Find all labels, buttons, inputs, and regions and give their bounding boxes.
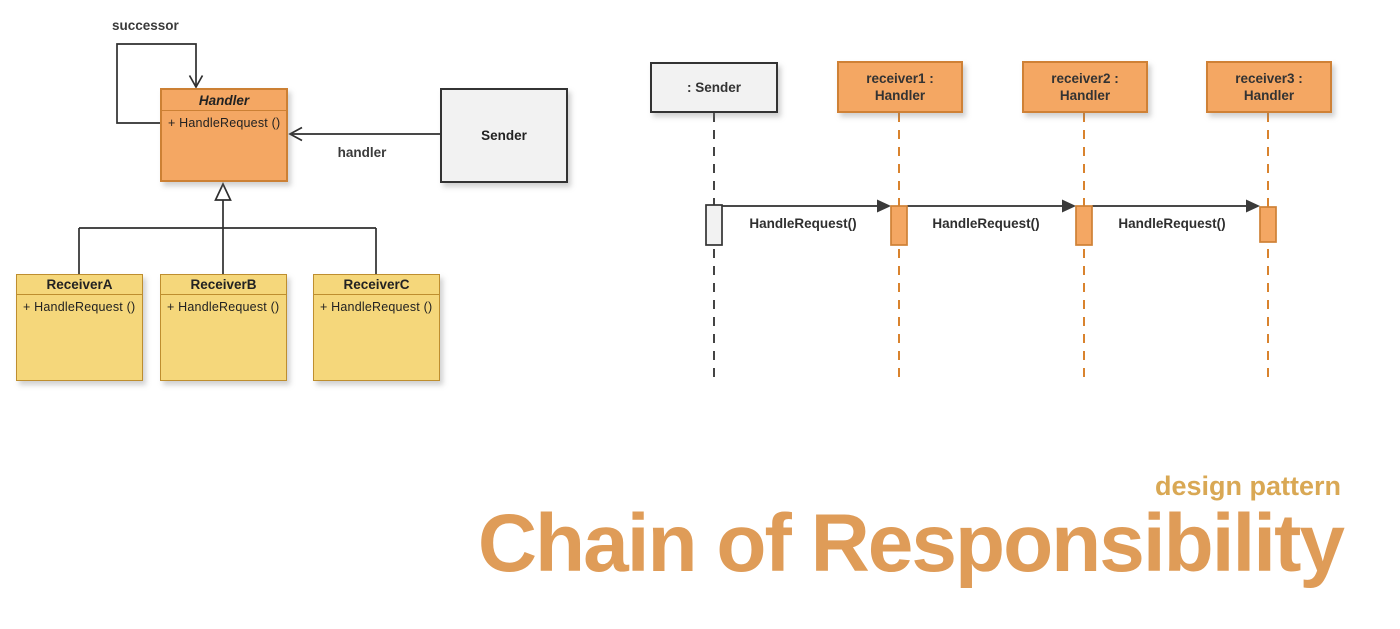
design-pattern-kicker: design pattern (1154, 471, 1341, 501)
seq-receiver1-label-line2: Handler (874, 88, 926, 103)
handler-class-method: + HandleRequest () (168, 116, 281, 130)
sequence-messages (722, 199, 1260, 213)
receiver-a-class-name: ReceiverA (17, 275, 142, 295)
hollow-triangle-arrowhead-icon (214, 181, 232, 201)
successor-association-line (116, 43, 204, 124)
successor-label: successor (112, 18, 179, 33)
pattern-title: Chain of Responsibility (477, 498, 1345, 589)
sender-activation-bar (705, 204, 723, 246)
receiver-b-class: ReceiverB + HandleRequest () (160, 274, 287, 381)
receiver3-activation-bar (1259, 206, 1277, 243)
generalization-connector (78, 181, 377, 274)
open-arrowhead-left-icon (288, 126, 303, 142)
seq-sender-label: : Sender (686, 80, 741, 95)
seq-receiver3-label-line1: receiver3 : (1235, 71, 1303, 86)
receiver-c-class-method: + HandleRequest () (320, 300, 433, 314)
filled-arrowhead-icon (1246, 199, 1260, 213)
receiver1-activation-bar (890, 205, 908, 246)
receiver-b-class-method: + HandleRequest () (167, 300, 280, 314)
filled-arrowhead-icon (877, 199, 891, 213)
receiver-a-class: ReceiverA + HandleRequest () (16, 274, 143, 381)
filled-arrowhead-icon (1062, 199, 1076, 213)
receiver2-activation-bar (1075, 205, 1093, 246)
activation-bars (705, 204, 1277, 246)
sequence-lifelines (713, 113, 1269, 381)
seq-receiver1-label-line1: receiver1 : (866, 71, 934, 86)
handler-association-line (288, 126, 440, 142)
open-arrowhead-down-icon (188, 75, 204, 89)
message1-label: HandleRequest() (749, 216, 857, 231)
handler-role-label: handler (337, 145, 387, 160)
seq-sender-lifeline-head: : Sender (650, 62, 778, 113)
handler-class-name: Handler (162, 90, 286, 111)
sender-class: Sender (440, 88, 568, 183)
receiver-c-class: ReceiverC + HandleRequest () (313, 274, 440, 381)
seq-receiver1-lifeline-head: receiver1 : Handler (837, 61, 963, 113)
handler-class: Handler + HandleRequest () (160, 88, 288, 182)
seq-receiver2-label-line2: Handler (1059, 88, 1111, 103)
sender-class-name: Sender (481, 128, 527, 143)
message2-label: HandleRequest() (932, 216, 1040, 231)
seq-receiver3-label-line2: Handler (1243, 88, 1295, 103)
message3-label: HandleRequest() (1118, 216, 1226, 231)
receiver-b-class-name: ReceiverB (161, 275, 286, 295)
receiver-a-class-method: + HandleRequest () (23, 300, 136, 314)
seq-receiver2-label-line1: receiver2 : (1051, 71, 1119, 86)
seq-receiver2-lifeline-head: receiver2 : Handler (1022, 61, 1148, 113)
receiver-c-class-name: ReceiverC (314, 275, 439, 295)
seq-receiver3-lifeline-head: receiver3 : Handler (1206, 61, 1332, 113)
